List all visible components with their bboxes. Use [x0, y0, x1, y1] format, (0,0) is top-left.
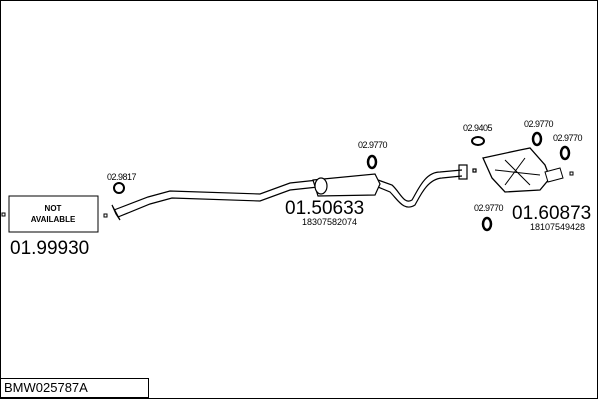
- accessory-number: 02.9770: [474, 203, 504, 213]
- gasket-accessory[interactable]: 02.9817: [107, 172, 137, 194]
- gasket-icon: [113, 182, 125, 194]
- hanger-icon: [481, 216, 493, 232]
- tailpipe: [544, 167, 564, 183]
- accessory-number: 02.9770: [553, 133, 583, 143]
- hanger-accessory[interactable]: 02.9770: [524, 119, 554, 147]
- not-available-box: [8, 195, 99, 233]
- hanger-accessory[interactable]: 02.9770: [358, 140, 388, 170]
- middle-silencer[interactable]: 01.50633 18307582074: [285, 173, 381, 227]
- silencer-body: [312, 173, 381, 197]
- accessory-number: 02.9770: [358, 140, 388, 150]
- connector-marker: [569, 171, 574, 176]
- hanger-icon: [531, 131, 543, 147]
- oem-number: 18307582074: [302, 217, 357, 227]
- silencer-end: [314, 177, 328, 195]
- ring-icon: [471, 136, 485, 146]
- front-pipe-group[interactable]: NOT AVAILABLE 01.99930: [1, 195, 108, 259]
- not-available-line2: AVAILABLE: [31, 215, 76, 224]
- exhaust-pipe: [111, 164, 477, 221]
- part-number: 01.99930: [10, 238, 89, 259]
- hanger-icon: [559, 145, 571, 161]
- silencer-detail: [494, 157, 541, 186]
- not-available-line1: NOT: [45, 204, 62, 213]
- connector-marker: [1, 212, 6, 217]
- oem-number: 18107549428: [530, 222, 585, 232]
- accessory-number: 02.9770: [524, 119, 554, 129]
- rear-silencer[interactable]: 01.60873 18107549428: [482, 147, 591, 232]
- part-number: 01.60873: [512, 203, 591, 224]
- connector-marker: [103, 213, 108, 218]
- diagram-code: BMW025787A: [0, 378, 149, 398]
- accessory-number: 02.9405: [463, 123, 493, 133]
- mounting-accessory[interactable]: 02.9405: [463, 123, 493, 146]
- hanger-accessory[interactable]: 02.9770: [553, 133, 583, 161]
- part-number: 01.50633: [285, 198, 364, 219]
- hanger-accessory[interactable]: 02.9770: [474, 203, 504, 232]
- accessory-number: 02.9817: [107, 172, 137, 182]
- hanger-icon: [366, 154, 378, 170]
